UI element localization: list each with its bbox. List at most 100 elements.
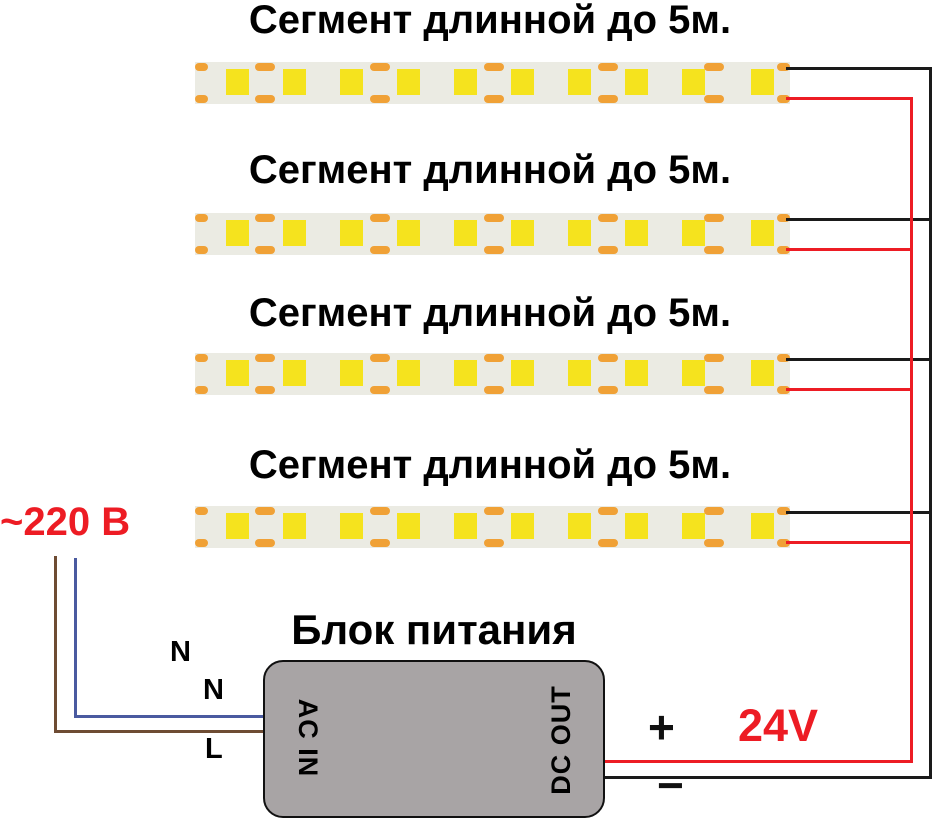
ac-in-label: AC IN bbox=[293, 698, 323, 778]
cut-point-solder-pad-bottom bbox=[370, 95, 390, 103]
wire-label-n2: N bbox=[203, 674, 224, 706]
strip-right-solder-pad-top bbox=[777, 507, 790, 515]
led-chip bbox=[283, 360, 306, 386]
led-chip bbox=[625, 360, 648, 386]
led-strip bbox=[195, 506, 790, 548]
cut-point-solder-pad-bottom bbox=[255, 246, 275, 254]
led-strip bbox=[195, 213, 790, 255]
strip-left-solder-pad-bottom bbox=[195, 539, 208, 547]
strip-left-solder-pad-bottom bbox=[195, 386, 208, 394]
led-chip bbox=[397, 220, 420, 246]
strip-left-solder-pad-top bbox=[195, 354, 208, 362]
led-chip bbox=[511, 360, 534, 386]
cut-point-solder-pad-top bbox=[704, 507, 724, 515]
led-chip bbox=[682, 513, 705, 539]
wire-label-l: L bbox=[205, 733, 223, 765]
segment-title: Сегмент длинной до 5м. bbox=[248, 443, 732, 487]
strip-right-solder-pad-bottom bbox=[777, 386, 790, 394]
led-chip bbox=[340, 360, 363, 386]
cut-point-solder-pad-top bbox=[598, 214, 618, 222]
cut-point-solder-pad-top bbox=[255, 354, 275, 362]
strip-left-solder-pad-bottom bbox=[195, 246, 208, 254]
strip-left-solder-pad-top bbox=[195, 63, 208, 71]
led-chip bbox=[454, 360, 477, 386]
cut-point-solder-pad-bottom bbox=[370, 386, 390, 394]
wire-label-n1: N bbox=[170, 636, 191, 668]
strip3-positive-wire bbox=[786, 388, 913, 391]
led-chip bbox=[454, 220, 477, 246]
strip-right-solder-pad-bottom bbox=[777, 539, 790, 547]
psu-positive-output-wire bbox=[601, 760, 913, 763]
cut-point-solder-pad-bottom bbox=[255, 95, 275, 103]
mains-voltage-label: ~220 В bbox=[0, 500, 131, 544]
led-chip bbox=[454, 513, 477, 539]
power-supply-block: AC IN DC OUT bbox=[263, 660, 605, 818]
led-chip bbox=[397, 69, 420, 95]
led-chip bbox=[682, 69, 705, 95]
led-chip bbox=[283, 69, 306, 95]
cut-point-solder-pad-bottom bbox=[484, 95, 504, 103]
led-chip bbox=[226, 69, 249, 95]
cut-point-solder-pad-bottom bbox=[704, 386, 724, 394]
cut-point-solder-pad-bottom bbox=[484, 539, 504, 547]
led-chip bbox=[568, 360, 591, 386]
cut-point-solder-pad-top bbox=[255, 214, 275, 222]
led-chip bbox=[283, 513, 306, 539]
led-chip bbox=[625, 69, 648, 95]
led-chip bbox=[340, 220, 363, 246]
led-chip bbox=[226, 220, 249, 246]
cut-point-solder-pad-top bbox=[484, 214, 504, 222]
mains-neutral-wire-vertical bbox=[74, 558, 77, 718]
led-chip bbox=[511, 513, 534, 539]
led-strip bbox=[195, 62, 790, 104]
cut-point-solder-pad-bottom bbox=[255, 386, 275, 394]
cut-point-solder-pad-bottom bbox=[484, 386, 504, 394]
segment-title: Сегмент длинной до 5м. bbox=[248, 291, 732, 335]
led-chip bbox=[397, 513, 420, 539]
led-chip bbox=[511, 69, 534, 95]
strip1-positive-wire bbox=[786, 97, 913, 100]
cut-point-solder-pad-bottom bbox=[598, 539, 618, 547]
power-supply-title: Блок питания bbox=[291, 606, 577, 653]
led-chip bbox=[682, 220, 705, 246]
strip-right-solder-pad-bottom bbox=[777, 246, 790, 254]
led-chip bbox=[751, 220, 774, 246]
output-voltage-label: 24V bbox=[738, 700, 819, 751]
strip-right-solder-pad-top bbox=[777, 354, 790, 362]
led-chip bbox=[397, 360, 420, 386]
led-chip bbox=[625, 513, 648, 539]
segment-title: Сегмент длинной до 5м. bbox=[248, 0, 732, 42]
cut-point-solder-pad-top bbox=[704, 354, 724, 362]
led-chip bbox=[226, 360, 249, 386]
cut-point-solder-pad-bottom bbox=[704, 539, 724, 547]
strip2-positive-wire bbox=[786, 248, 913, 251]
strip4-positive-wire bbox=[786, 541, 913, 544]
cut-point-solder-pad-top bbox=[598, 354, 618, 362]
strip-left-solder-pad-bottom bbox=[195, 95, 208, 103]
cut-point-solder-pad-bottom bbox=[598, 246, 618, 254]
led-chip bbox=[511, 220, 534, 246]
strip-right-solder-pad-top bbox=[777, 214, 790, 222]
strip4-negative-wire bbox=[786, 511, 932, 514]
led-chip bbox=[682, 360, 705, 386]
led-strip bbox=[195, 353, 790, 395]
led-chip bbox=[625, 220, 648, 246]
cut-point-solder-pad-top bbox=[704, 214, 724, 222]
cut-point-solder-pad-bottom bbox=[704, 95, 724, 103]
led-chip bbox=[751, 69, 774, 95]
cut-point-solder-pad-top bbox=[370, 354, 390, 362]
psu-negative-output-wire bbox=[601, 776, 932, 779]
mains-line-wire-horizontal bbox=[54, 730, 267, 733]
strip-left-solder-pad-top bbox=[195, 507, 208, 515]
strip-right-solder-pad-top bbox=[777, 63, 790, 71]
cut-point-solder-pad-top bbox=[484, 63, 504, 71]
dc-out-label: DC OUT bbox=[546, 685, 576, 795]
cut-point-solder-pad-top bbox=[598, 507, 618, 515]
segment-title: Сегмент длинной до 5м. bbox=[248, 148, 732, 192]
led-chip bbox=[454, 69, 477, 95]
mains-neutral-wire-horizontal bbox=[74, 715, 267, 718]
led-chip bbox=[340, 513, 363, 539]
cut-point-solder-pad-top bbox=[255, 507, 275, 515]
dc-plus-label: + bbox=[648, 701, 675, 753]
cut-point-solder-pad-top bbox=[598, 63, 618, 71]
